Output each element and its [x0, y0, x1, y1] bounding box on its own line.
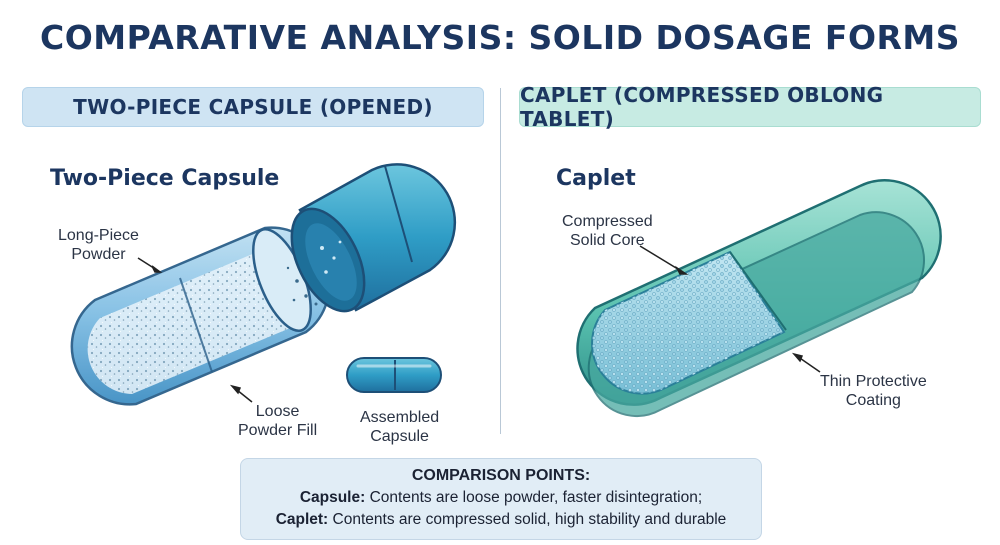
capsule-body-shape [70, 226, 331, 406]
capsule-leaders [137, 257, 253, 403]
comparison-box: COMPARISON POINTS: Capsule: Contents are… [240, 458, 762, 540]
loose-powder-label: Loose Powder Fill [238, 403, 318, 439]
long-piece-label: Long-Piece Powder [58, 227, 139, 263]
caplet-panel-header: CAPLET (COMPRESSED OBLONG TABLET) [519, 83, 981, 131]
capsule-panel-header: TWO-PIECE CAPSULE (OPENED) [22, 87, 484, 127]
coating-label: Thin Protective Coating [820, 373, 927, 409]
caplet-subtitle: Caplet [556, 166, 636, 191]
capsule-comparison: Capsule: Contents are loose powder, fast… [299, 489, 703, 506]
panel-divider [500, 88, 501, 434]
assembled-capsule-label: Assembled Capsule [360, 409, 440, 445]
capsule-subtitle: Two-Piece Capsule [50, 166, 280, 191]
comparison-heading: COMPARISON POINTS: [411, 467, 591, 484]
capsule-cap-shape [290, 163, 457, 313]
caplet-leaders [639, 245, 821, 373]
caplet-comparison: Caplet: Contents are compressed solid, h… [275, 511, 727, 528]
caplet-shape [576, 172, 942, 417]
core-label: Compressed Solid Core [562, 213, 653, 249]
assembled-capsule-shape [346, 357, 442, 393]
page-title: COMPARATIVE ANALYSIS: SOLID DOSAGE FORMS [39, 18, 961, 57]
